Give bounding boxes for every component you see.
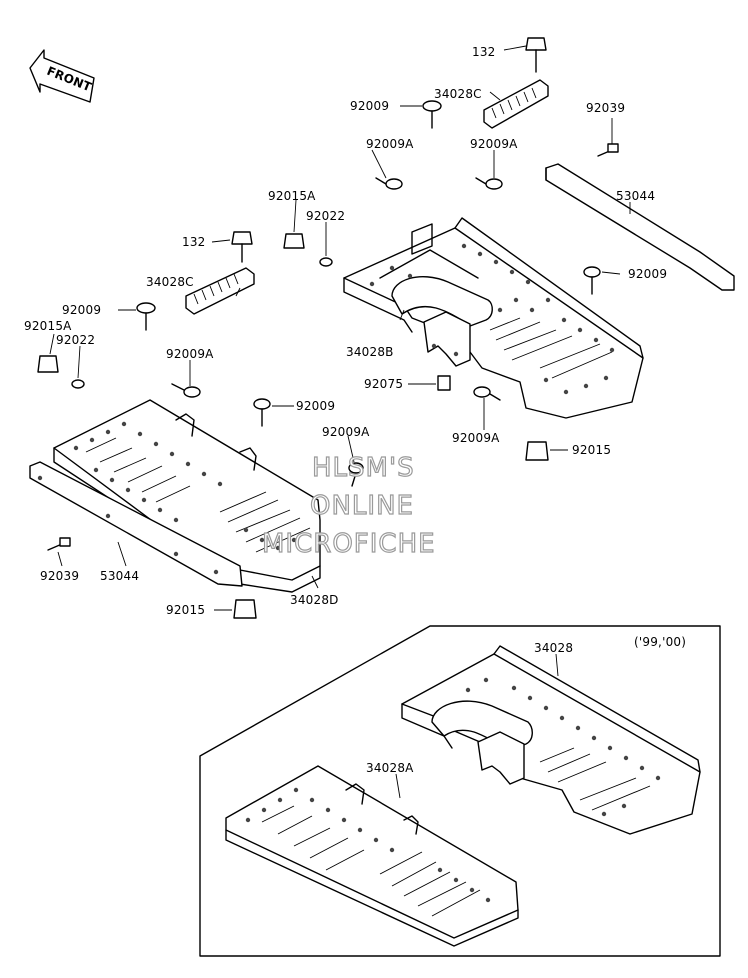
screw-92009a-center bbox=[348, 462, 364, 487]
callout-label: 92009A bbox=[322, 425, 370, 439]
screw-92009-left-upper bbox=[136, 302, 156, 331]
variant-inset: ('99,'00) bbox=[199, 625, 721, 957]
pin-92039-right bbox=[597, 143, 619, 157]
rubber-strip-lower bbox=[185, 267, 255, 315]
washer-92022-left bbox=[71, 379, 85, 389]
callout-label: 132 bbox=[182, 235, 206, 249]
watermark-line-3: MICROFICHE bbox=[262, 529, 436, 559]
screw-92009a-upper-left bbox=[375, 177, 403, 190]
callout-label: 53044 bbox=[100, 569, 139, 583]
washer-92022-upper bbox=[319, 257, 333, 267]
floor-right-holes bbox=[369, 243, 615, 395]
callout-label: 92015A bbox=[268, 189, 316, 203]
callout-label: 92009 bbox=[62, 303, 101, 317]
side-rail-right bbox=[545, 163, 735, 291]
watermark-line-2: ONLINE bbox=[310, 491, 414, 521]
nut-92015-right bbox=[525, 441, 549, 461]
screw-92009-upper bbox=[422, 100, 442, 129]
floor-board-right bbox=[343, 217, 644, 419]
callout-label: 92039 bbox=[586, 101, 625, 115]
nut-92015a-upper bbox=[283, 233, 305, 249]
screw-92009-left-mid bbox=[253, 398, 271, 427]
callout-label: 92009 bbox=[628, 267, 667, 281]
variant-note: ('99,'00) bbox=[634, 635, 686, 649]
nut-92015-left bbox=[233, 599, 257, 619]
callout-labels: 132 92009 34028C 92039 92009A 92009A 530… bbox=[24, 45, 667, 775]
callout-label: 92009A bbox=[366, 137, 414, 151]
front-arrow-badge: FRONT bbox=[29, 49, 95, 103]
callout-label: 34028A bbox=[366, 761, 414, 775]
callout-label: 92009A bbox=[166, 347, 214, 361]
rubber-strip-upper bbox=[483, 79, 549, 129]
callout-label: 92009 bbox=[296, 399, 335, 413]
callout-label: 92009A bbox=[452, 431, 500, 445]
floor-left-holes bbox=[73, 421, 297, 551]
screw-92009a-left bbox=[171, 383, 201, 398]
side-rail-left bbox=[29, 461, 243, 587]
callout-label: 92075 bbox=[364, 377, 403, 391]
spacer-92075 bbox=[437, 375, 451, 391]
callout-label: 92022 bbox=[306, 209, 345, 223]
callout-label: 34028B bbox=[346, 345, 394, 359]
callout-label: 92015 bbox=[572, 443, 611, 457]
callout-label: 92009A bbox=[470, 137, 518, 151]
pin-92039-left bbox=[47, 537, 71, 551]
callout-label: 34028C bbox=[434, 87, 482, 101]
callout-label: 92039 bbox=[40, 569, 79, 583]
callout-label: 92009 bbox=[350, 99, 389, 113]
callout-label: 92022 bbox=[56, 333, 95, 347]
bolt-132-upper bbox=[525, 37, 547, 73]
bolt-132-lower bbox=[231, 231, 253, 263]
callout-label: 34028D bbox=[290, 593, 339, 607]
screw-92009a-lower-right bbox=[473, 386, 501, 401]
callout-label: 34028C bbox=[146, 275, 194, 289]
watermark-line-1: HLSM'S bbox=[312, 453, 415, 483]
screw-92009-right bbox=[583, 266, 601, 295]
watermark: HLSM'S ONLINE MICROFICHE bbox=[261, 452, 436, 559]
callout-label: 132 bbox=[472, 45, 496, 59]
callout-label: 34028 bbox=[534, 641, 573, 655]
leader-lines bbox=[49, 45, 631, 799]
nut-92015a-left bbox=[37, 355, 59, 373]
callout-label: 53044 bbox=[616, 189, 655, 203]
callout-label: 92015 bbox=[166, 603, 205, 617]
callout-label: 92015A bbox=[24, 319, 72, 333]
screw-92009a-upper-right bbox=[475, 177, 503, 190]
